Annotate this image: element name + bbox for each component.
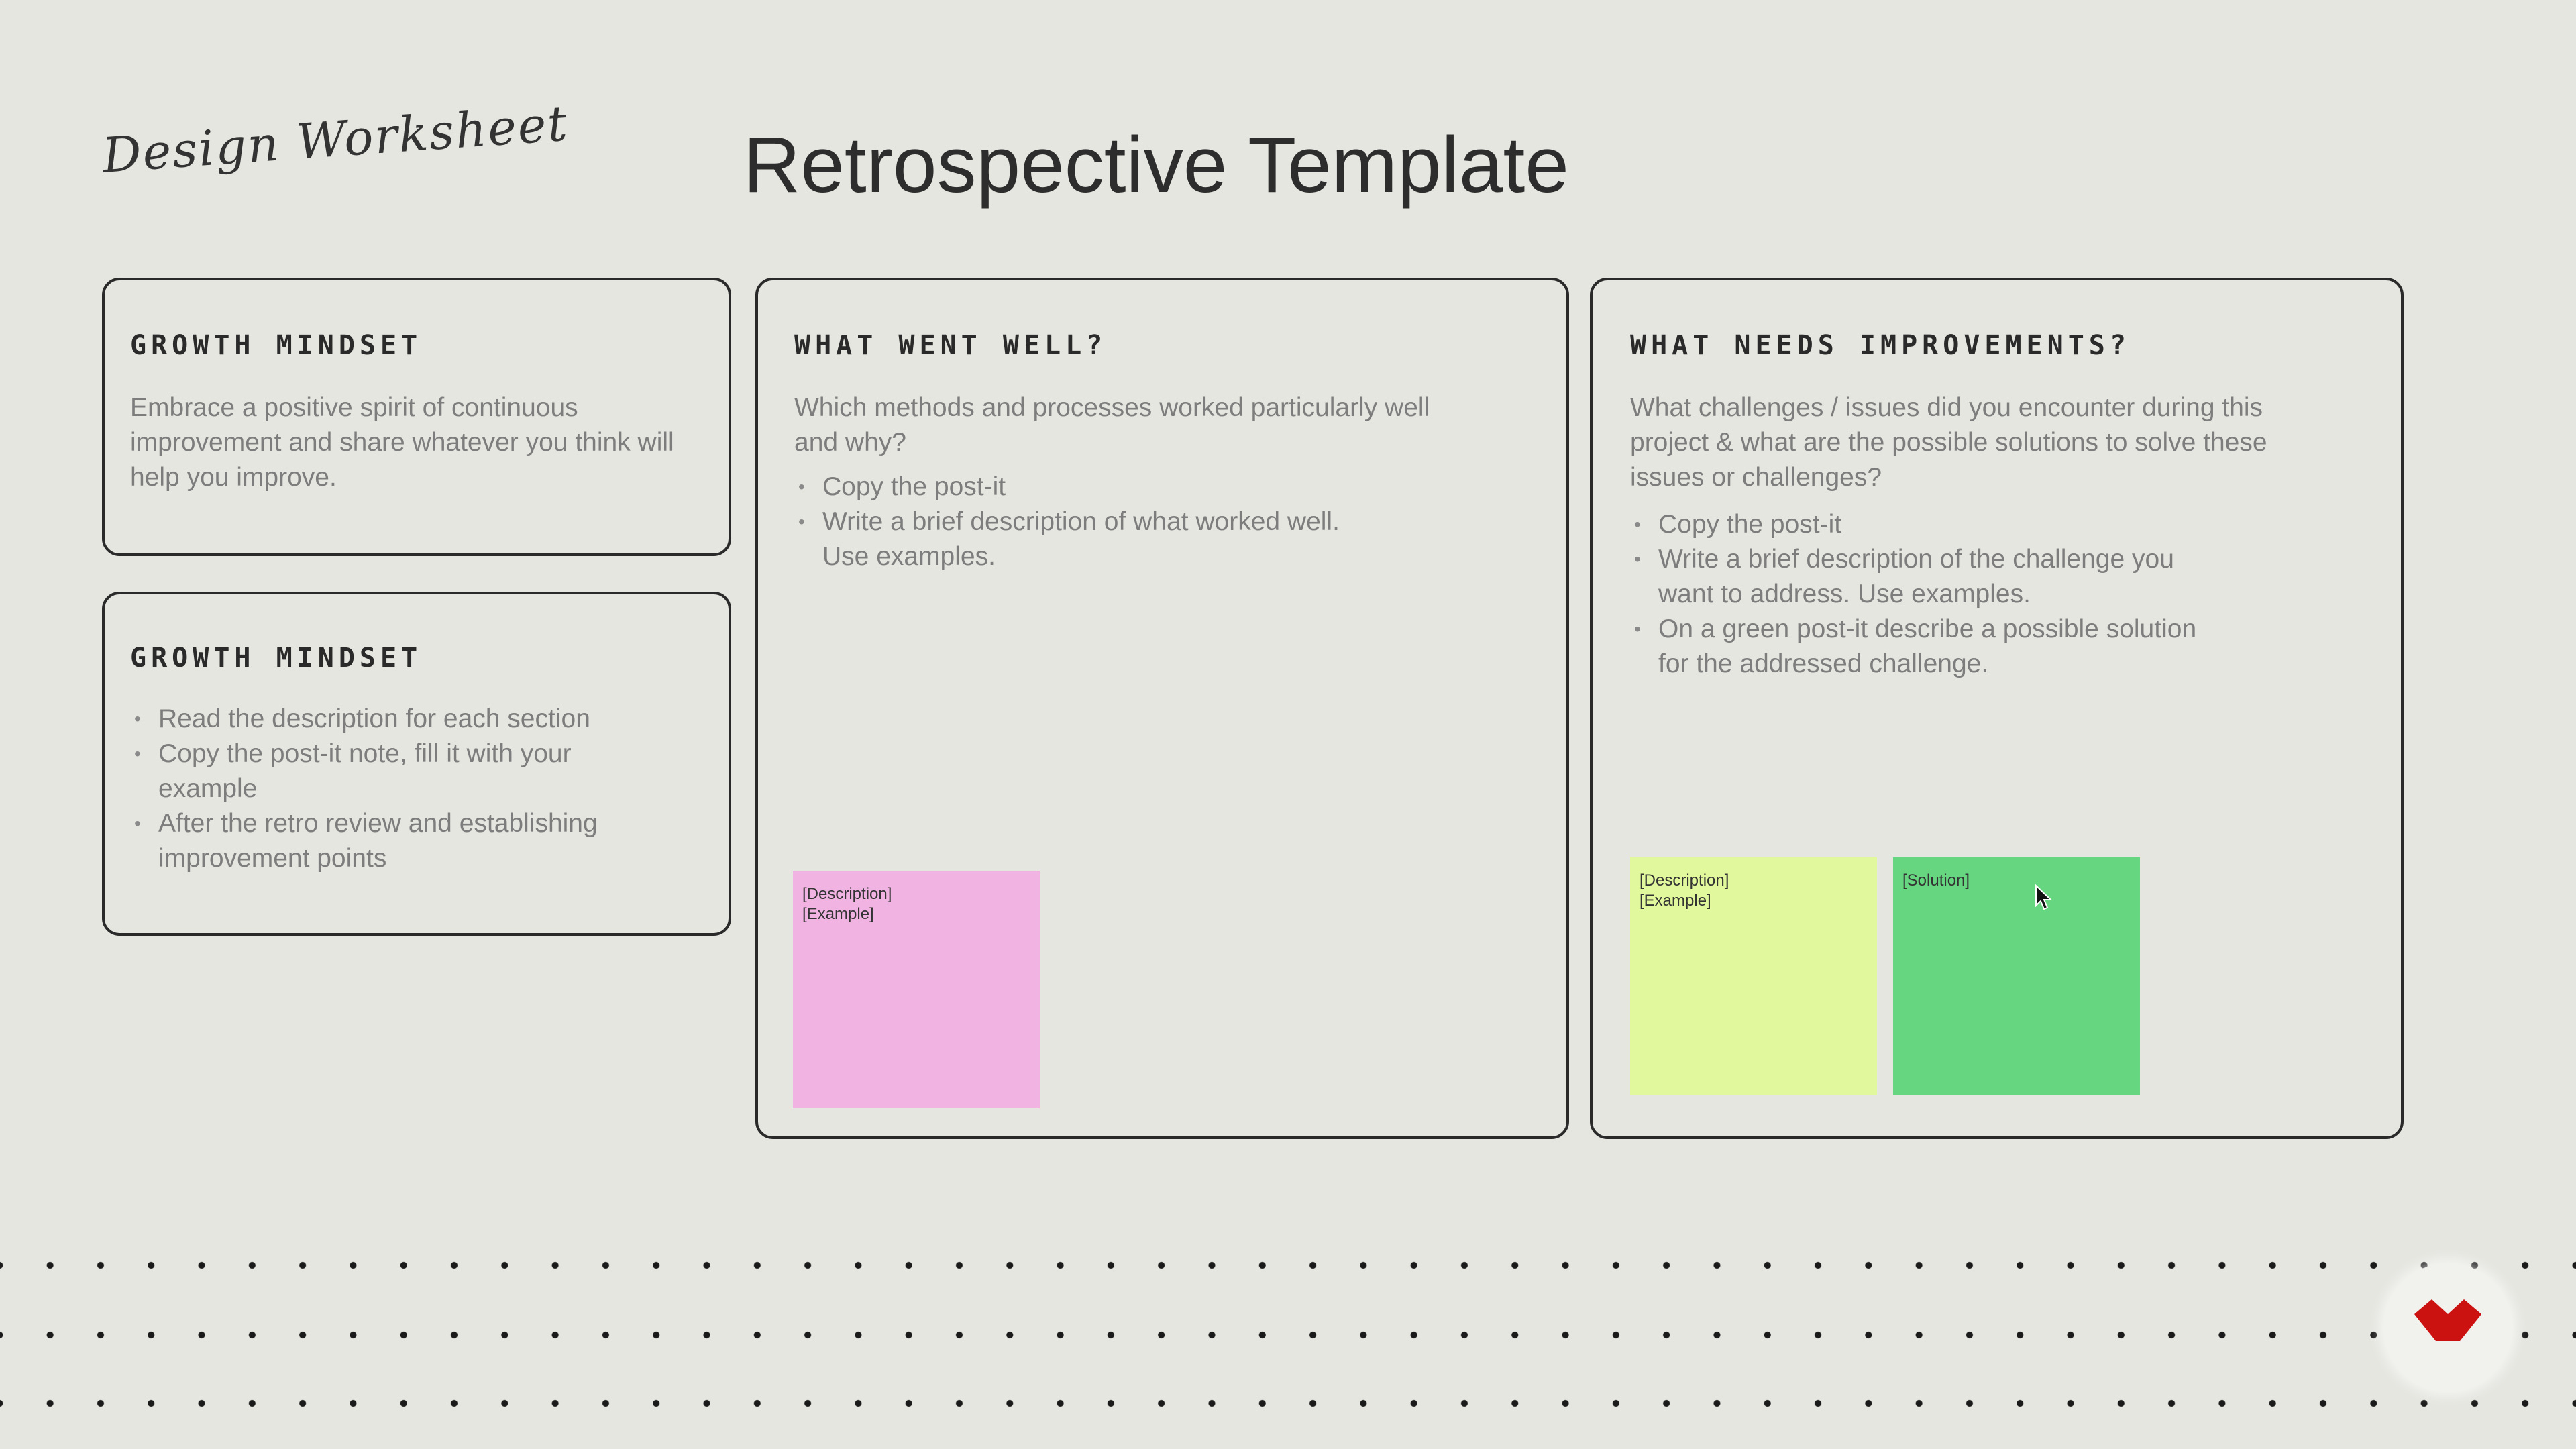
post-it-example: [Example] <box>1640 892 1711 910</box>
decorative-dot-row <box>0 1258 2576 1272</box>
list-item: Copy the post-it <box>1630 507 2234 542</box>
list-item: Read the description for each section <box>130 702 653 737</box>
card-description: What challenges / issues did you encount… <box>1630 393 2267 492</box>
yellow-green-post-it-note[interactable]: [Description] [Example] <box>1630 857 1877 1095</box>
card-heading: WHAT WENT WELL? <box>794 330 1108 361</box>
steps-list: Read the description for each section Co… <box>130 702 653 876</box>
red-diamond-logo-icon <box>2414 1299 2481 1341</box>
worksheet-label: Design Worksheet <box>101 95 570 184</box>
decorative-dot-row <box>0 1397 2576 1410</box>
list-item: Copy the post-it note, fill it with your… <box>130 737 653 806</box>
pink-post-it-note[interactable]: [Description] [Example] <box>793 871 1040 1108</box>
list-item: Write a brief description of the challen… <box>1630 542 2234 612</box>
post-it-description: [Description] <box>802 885 892 903</box>
card-heading: WHAT NEEDS IMPROVEMENTS? <box>1630 330 2131 361</box>
growth-mindset-steps-card[interactable]: GROWTH MINDSET Read the description for … <box>102 592 731 936</box>
post-it-example: [Example] <box>802 905 874 923</box>
list-item: After the retro review and establishing … <box>130 806 653 876</box>
list-item: On a green post-it describe a possible s… <box>1630 612 2234 682</box>
list-item: Write a brief description of what worked… <box>794 504 1385 574</box>
what-needs-improvements-card[interactable]: WHAT NEEDS IMPROVEMENTS? What challenges… <box>1590 278 2404 1139</box>
page-title: Retrospective Template <box>743 121 1569 209</box>
list-item: Copy the post-it <box>794 470 1385 504</box>
instructions-list: Copy the post-it Write a brief descripti… <box>794 470 1385 574</box>
what-went-well-card[interactable]: WHAT WENT WELL? Which methods and proces… <box>755 278 1569 1139</box>
logo-badge[interactable] <box>2383 1263 2512 1392</box>
post-it-description: [Description] <box>1640 871 1729 890</box>
card-heading: GROWTH MINDSET <box>130 643 423 674</box>
instructions-list: Copy the post-it Write a brief descripti… <box>1630 507 2234 682</box>
green-solution-post-it-note[interactable]: [Solution] <box>1893 857 2140 1095</box>
growth-mindset-intro-card[interactable]: GROWTH MINDSET Embrace a positive spirit… <box>102 278 731 556</box>
card-heading: GROWTH MINDSET <box>130 330 423 361</box>
post-it-solution: [Solution] <box>1902 871 1970 890</box>
card-description: Embrace a positive spirit of continuous … <box>130 393 674 492</box>
mouse-pointer-icon <box>2035 884 2052 910</box>
decorative-dot-row <box>0 1328 2576 1342</box>
card-description: Which methods and processes worked parti… <box>794 393 1430 457</box>
